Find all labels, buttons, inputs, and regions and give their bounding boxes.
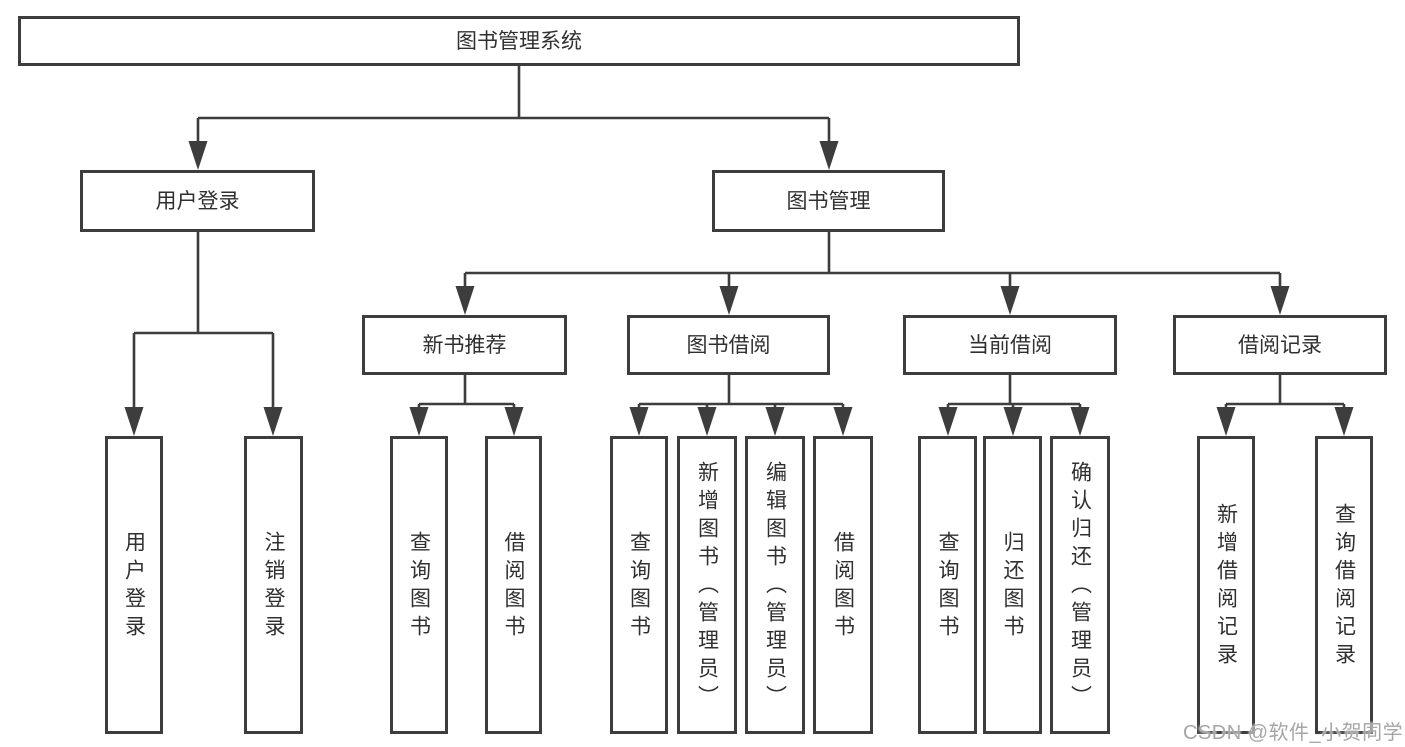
arrow-down-icon xyxy=(188,141,208,170)
arrow-down-icon xyxy=(719,286,739,315)
leaf-borrow-books: 借阅图书 xyxy=(813,436,873,734)
arrow-down-icon xyxy=(409,407,429,436)
connector-bookmgmt-to-level3 xyxy=(463,232,1282,289)
leaf-user-login: 用户登录 xyxy=(105,436,163,734)
connector-userlogin-to-leaves xyxy=(132,232,275,410)
arrow-down-icon xyxy=(263,407,283,436)
connector-newbook-to-leaves xyxy=(417,375,516,410)
arrow-down-icon xyxy=(1270,286,1290,315)
node-borrow-records: 借阅记录 xyxy=(1173,315,1387,375)
leaf-edit-books-admin: 编辑图书（管理员） xyxy=(745,436,805,734)
arrow-down-icon xyxy=(124,407,144,436)
node-book-management: 图书管理 xyxy=(712,170,945,232)
leaf-add-borrow-record: 新增借阅记录 xyxy=(1197,436,1255,734)
arrow-down-icon xyxy=(1070,407,1090,436)
node-user-login: 用户登录 xyxy=(80,170,315,232)
leaf-query-borrow-record: 查询借阅记录 xyxy=(1315,436,1373,734)
node-library-system: 图书管理系统 xyxy=(18,16,1020,66)
arrow-down-icon xyxy=(1000,286,1020,315)
leaf-query-books-current: 查询图书 xyxy=(918,436,977,734)
csdn-watermark: CSDN @软件_小贺同学 xyxy=(1183,722,1404,744)
node-current-borrow: 当前借阅 xyxy=(903,315,1117,375)
arrow-down-icon xyxy=(938,407,958,436)
leaf-return-books: 归还图书 xyxy=(983,436,1042,734)
connector-records-to-leaves xyxy=(1224,375,1346,410)
connector-bookborrow-to-leaves xyxy=(637,375,845,410)
arrow-down-icon xyxy=(819,141,839,170)
arrow-down-icon xyxy=(697,407,717,436)
arrow-down-icon xyxy=(765,407,785,436)
leaf-query-books-borrow: 查询图书 xyxy=(610,436,668,734)
leaf-borrow-books-recommend: 借阅图书 xyxy=(485,436,542,734)
arrow-down-icon xyxy=(833,407,853,436)
node-new-book-recommend: 新书推荐 xyxy=(362,315,567,375)
arrow-down-icon xyxy=(1216,407,1236,436)
arrow-down-icon xyxy=(1003,407,1023,436)
leaf-logout: 注销登录 xyxy=(244,436,303,734)
leaf-add-books-admin: 新增图书（管理员） xyxy=(677,436,737,734)
connector-root-to-level2 xyxy=(196,66,831,144)
leaf-query-books-recommend: 查询图书 xyxy=(390,436,448,734)
arrow-down-icon xyxy=(629,407,649,436)
leaf-confirm-return-admin: 确认归还（管理员） xyxy=(1050,436,1110,734)
arrow-down-icon xyxy=(455,286,475,315)
connector-currentborrow-to-leaves xyxy=(946,375,1082,410)
arrow-down-icon xyxy=(504,407,524,436)
arrow-down-icon xyxy=(1334,407,1354,436)
node-book-borrow: 图书借阅 xyxy=(627,315,830,375)
